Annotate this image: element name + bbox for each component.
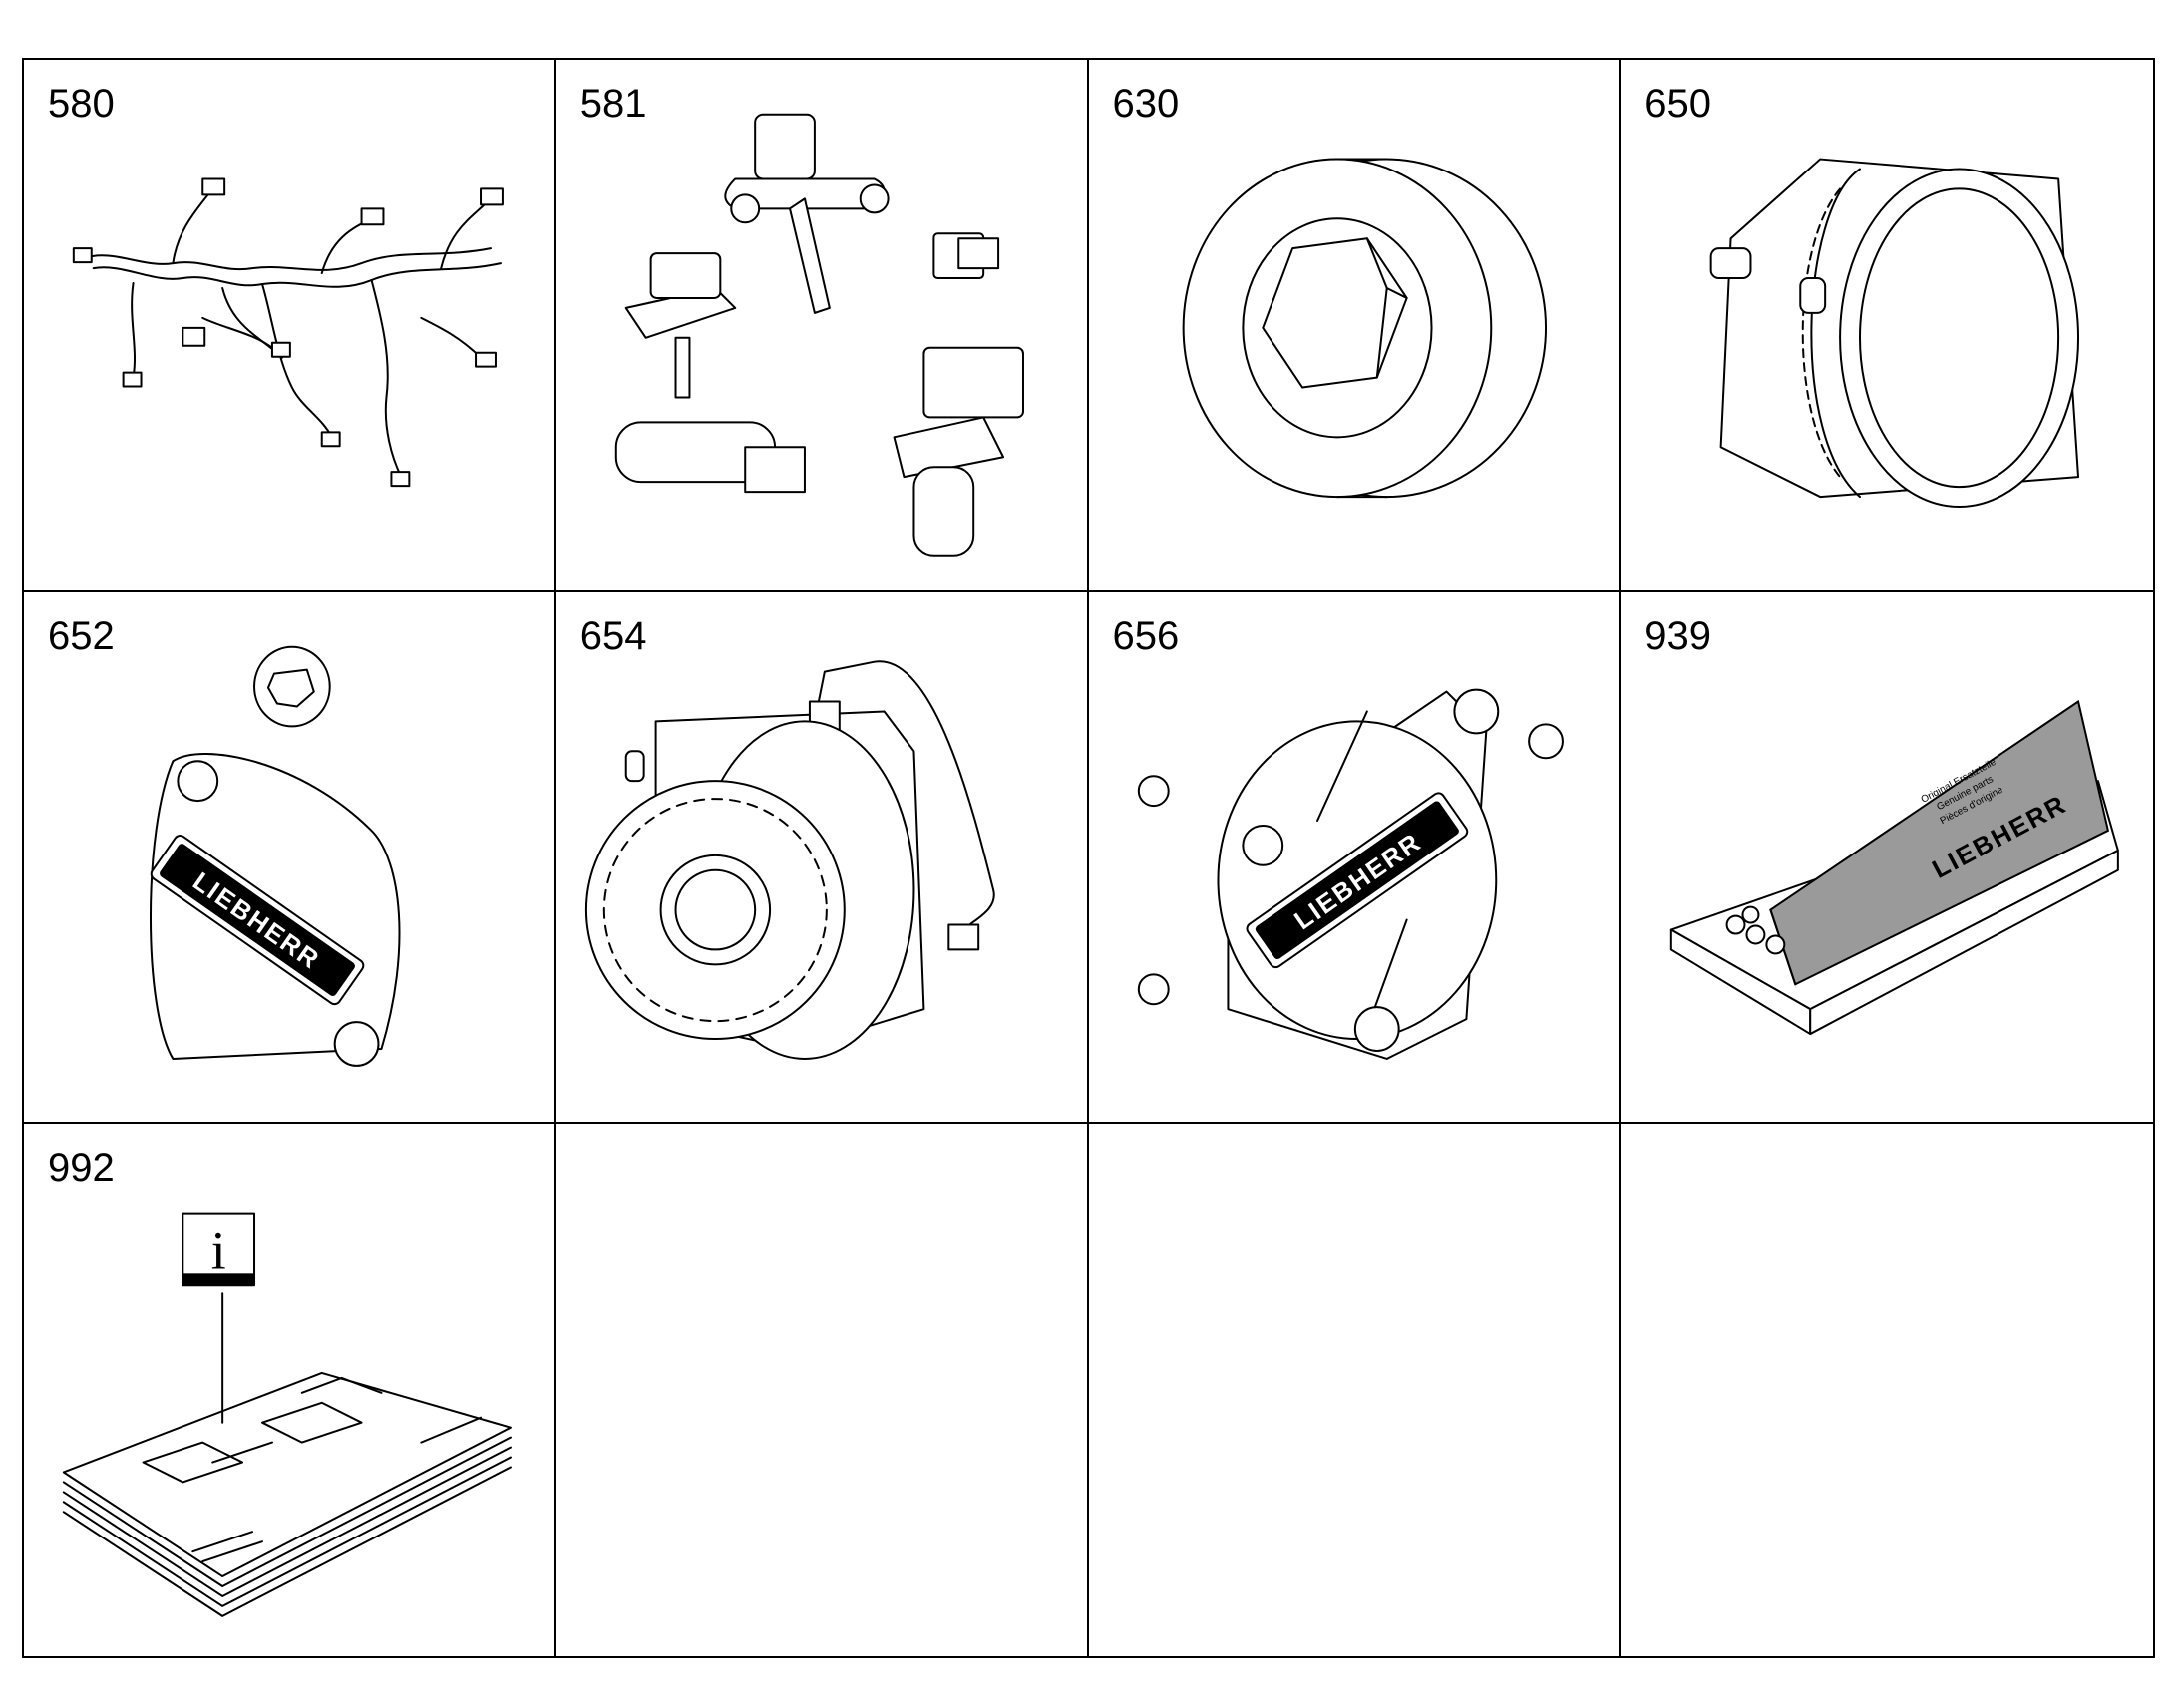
- part-cell-939[interactable]: 939 Original Ersatzteile Genuine parts P…: [1621, 592, 2153, 1125]
- part-cell-581[interactable]: 581: [555, 60, 1089, 592]
- part-number: 652: [48, 613, 115, 658]
- part-cell-650[interactable]: 650: [1621, 60, 2153, 592]
- part-cell-656[interactable]: 656 LIEBHERR: [1088, 591, 1622, 1125]
- sensor-set-icon: [556, 60, 1087, 590]
- part-cell-992[interactable]: 992 i: [24, 1124, 556, 1656]
- cover-plate-icon: LIEBHERR: [24, 592, 554, 1123]
- cover-flange-icon: LIEBHERR: [1089, 592, 1620, 1123]
- part-number: 630: [1112, 82, 1180, 126]
- wiring-harness-icon: [24, 60, 554, 590]
- documentation-icon: i: [24, 1124, 554, 1656]
- housing-cover-icon: [1621, 60, 2153, 590]
- part-cell-580[interactable]: 580: [24, 60, 556, 592]
- part-number: 656: [1112, 613, 1180, 658]
- part-number: 654: [579, 613, 647, 658]
- part-cell-654[interactable]: 654: [555, 591, 1089, 1125]
- info-letter: i: [211, 1221, 226, 1281]
- seal-kit-box-icon: Original Ersatzteile Genuine parts Pièce…: [1621, 592, 2153, 1123]
- part-number: 581: [579, 82, 647, 126]
- part-number: 580: [48, 82, 115, 126]
- part-cell-652[interactable]: 652 LIEBHERR: [24, 591, 556, 1125]
- empty-cell: [1621, 1124, 2153, 1656]
- high-pressure-pump-icon: [556, 592, 1087, 1123]
- part-number: 992: [48, 1146, 115, 1191]
- part-number: 939: [1644, 613, 1711, 658]
- screw-plug-icon: [1089, 60, 1620, 590]
- part-cell-630[interactable]: 630: [1088, 60, 1622, 592]
- empty-cell: [1089, 1124, 1622, 1656]
- part-number: 650: [1644, 82, 1711, 126]
- parts-grid: 580 581: [22, 58, 2155, 1658]
- empty-cell: [556, 1124, 1089, 1656]
